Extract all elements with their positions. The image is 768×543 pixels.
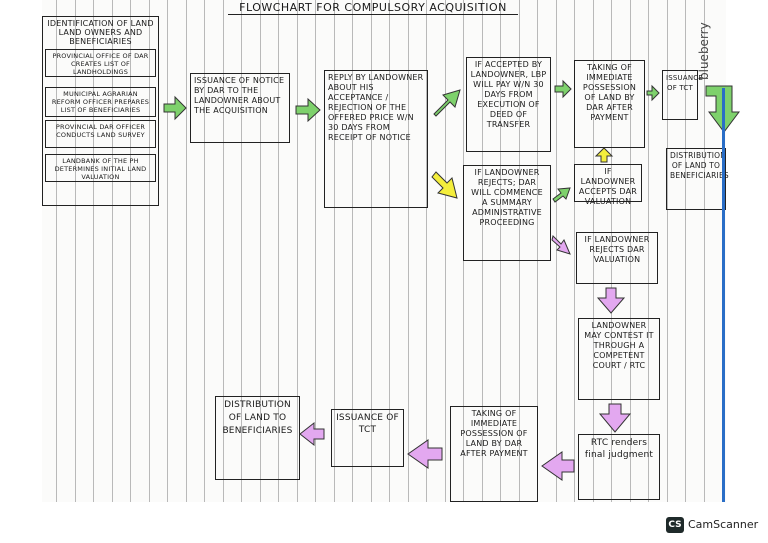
node-notice: Issuance of notice by DAR to the landown… bbox=[190, 73, 290, 143]
panel-item-maro-list: Municipal Agrarian Reform Officer prepar… bbox=[45, 87, 156, 117]
diagram-title: Flowchart for compulsory acquisition bbox=[228, 1, 518, 15]
ruled-line bbox=[297, 0, 298, 502]
node-rejects-valuation: If landowner rejects DAR valuation bbox=[576, 232, 658, 284]
ruled-line bbox=[223, 0, 224, 502]
arrow-reply-to-accepted bbox=[433, 89, 461, 117]
ruled-line bbox=[593, 0, 594, 502]
ruled-line bbox=[371, 0, 372, 502]
ruled-line bbox=[648, 0, 649, 502]
arrow-rtc-to-taking bbox=[541, 451, 575, 481]
node-tct-bottom: Issuance of TCT bbox=[331, 409, 404, 467]
ruled-line bbox=[278, 0, 279, 502]
ruled-line bbox=[93, 0, 94, 502]
node-reply: Reply by landowner about his acceptance … bbox=[324, 70, 428, 208]
node-dist-top: Distribution of land to beneficiaries bbox=[666, 148, 729, 210]
ruled-line bbox=[112, 0, 113, 502]
ruled-line bbox=[186, 0, 187, 502]
node-taking-top: Taking of immediate possession of land b… bbox=[574, 60, 645, 148]
ruled-line bbox=[75, 0, 76, 502]
ruled-line bbox=[352, 0, 353, 502]
panel-item-land-valuation: Landbank of the PH determines initial la… bbox=[45, 154, 156, 182]
ruled-line bbox=[500, 0, 501, 502]
ruled-line bbox=[167, 0, 168, 502]
arrow-taking-to-tct-bottom bbox=[407, 439, 443, 469]
identification-heading: Identification of land land owners and b… bbox=[47, 19, 154, 46]
arrow-accepted-to-taking bbox=[554, 79, 572, 99]
ruled-line bbox=[667, 0, 668, 502]
ruled-line bbox=[389, 0, 390, 502]
ruled-line bbox=[130, 0, 131, 502]
ruled-line bbox=[204, 0, 205, 502]
arrow-rejects-valuation-to-contest bbox=[596, 287, 626, 314]
ruled-line bbox=[149, 0, 150, 502]
ruled-line bbox=[537, 0, 538, 502]
ruled-line bbox=[574, 0, 575, 502]
arrow-panel-to-notice bbox=[163, 95, 187, 121]
identification-panel: Identification of land land owners and b… bbox=[42, 16, 159, 206]
panel-item-dar-list: Provincial office of DAR creates list of… bbox=[45, 49, 156, 77]
ruled-line bbox=[704, 0, 705, 502]
node-dist-bottom: Distribution of land to beneficiaries bbox=[215, 396, 300, 480]
arrow-contest-to-rtc bbox=[598, 403, 632, 433]
ruled-line bbox=[685, 0, 686, 502]
node-contest: Landowner may contest it through a compe… bbox=[578, 318, 660, 400]
ruled-line bbox=[426, 0, 427, 502]
ruled-line bbox=[519, 0, 520, 502]
node-tct-top: Issuance of TCT bbox=[662, 70, 703, 120]
ruled-line bbox=[408, 0, 409, 502]
ruled-line bbox=[241, 0, 242, 502]
node-taking-bottom: Taking of immediate possession of land b… bbox=[450, 406, 538, 502]
node-rtc: RTC renders final judgment bbox=[578, 434, 660, 500]
ruled-line bbox=[56, 0, 57, 502]
arrow-tct-to-distribution-bottom bbox=[299, 421, 325, 447]
ruled-line bbox=[630, 0, 631, 502]
ruled-line bbox=[445, 0, 446, 502]
panel-item-land-survey: Provincial DAR officer conducts land sur… bbox=[45, 120, 156, 148]
arrow-reply-to-rejects bbox=[431, 171, 458, 199]
arrow-rejects-to-accepts-valuation bbox=[552, 187, 571, 203]
node-accepted: If accepted by landowner, LBP will pay w… bbox=[466, 57, 551, 152]
ruled-line bbox=[556, 0, 557, 502]
ruled-line bbox=[315, 0, 316, 502]
arrow-rejects-to-rejects-valuation bbox=[551, 235, 571, 255]
arrow-accepts-valuation-to-taking bbox=[594, 147, 614, 163]
arrow-taking-to-tct bbox=[646, 84, 660, 102]
ruled-line bbox=[334, 0, 335, 502]
ruled-line bbox=[611, 0, 612, 502]
node-accepts-valuation: If landowner accepts DAR valuation bbox=[574, 164, 642, 206]
page-edge-strip bbox=[722, 88, 725, 502]
camscanner-logo: CS bbox=[666, 517, 684, 533]
camscanner-label: CamScanner bbox=[688, 518, 759, 531]
ruled-line bbox=[260, 0, 261, 502]
node-rejects: If landowner rejects; DAR will commence … bbox=[463, 165, 551, 261]
ruled-line bbox=[482, 0, 483, 502]
arrow-notice-to-reply bbox=[295, 97, 321, 123]
